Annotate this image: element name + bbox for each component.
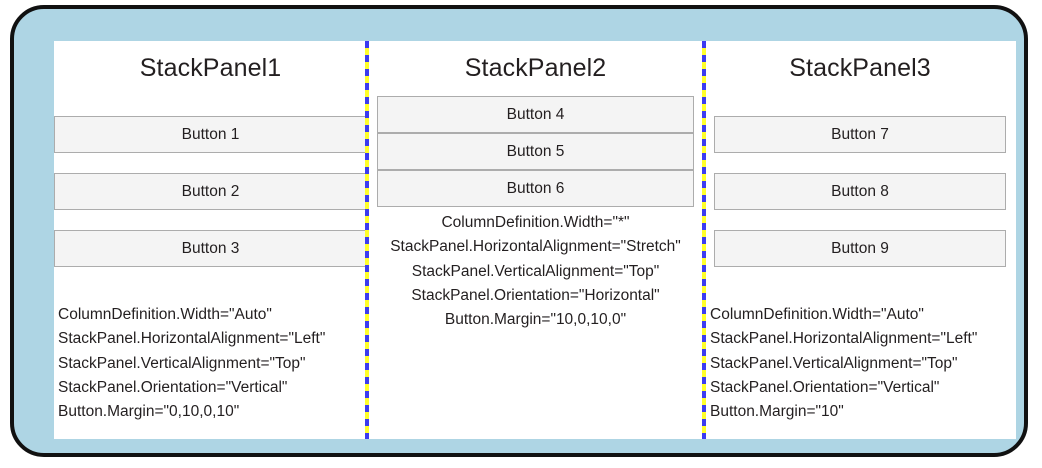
panel-title-3: StackPanel3 <box>789 54 931 82</box>
grid-column-1: StackPanel1 Button 1 Button 2 Button 3 C… <box>54 41 367 439</box>
caption-line: StackPanel.Orientation="Horizontal" <box>411 286 660 304</box>
caption-line: ColumnDefinition.Width="Auto" <box>710 306 924 323</box>
caption-line: ColumnDefinition.Width="Auto" <box>58 306 272 323</box>
outer-rounded-frame: StackPanel1 Button 1 Button 2 Button 3 C… <box>10 5 1028 457</box>
button-8[interactable]: Button 8 <box>714 173 1006 210</box>
button-5[interactable]: Button 5 <box>377 133 694 170</box>
caption-column-3: ColumnDefinition.Width="Auto" StackPanel… <box>704 303 1016 425</box>
caption-line: StackPanel.HorizontalAlignment="Stretch" <box>390 238 681 256</box>
panel-title-2: StackPanel2 <box>464 54 607 82</box>
button-3[interactable]: Button 3 <box>54 230 367 267</box>
caption-line: ColumnDefinition.Width="*" <box>441 214 630 231</box>
caption-line: StackPanel.Orientation="Vertical" <box>710 378 940 396</box>
button-6[interactable]: Button 6 <box>377 170 694 207</box>
caption-line: StackPanel.HorizontalAlignment="Left" <box>710 330 978 348</box>
button-4[interactable]: Button 4 <box>377 96 694 133</box>
button-1[interactable]: Button 1 <box>54 116 367 153</box>
caption-line: StackPanel.VerticalAlignment="Top" <box>58 354 306 372</box>
grid-column-2: StackPanel2 Button 4 Button 5 Button 6 C… <box>367 41 704 439</box>
grid-column-3: StackPanel3 Button 7 Button 8 Button 9 C… <box>704 41 1016 439</box>
stackpanel-2: Button 4 Button 5 Button 6 <box>367 96 704 207</box>
button-2[interactable]: Button 2 <box>54 173 367 210</box>
caption-line: Button.Margin="10,0,10,0" <box>444 311 627 329</box>
button-7[interactable]: Button 7 <box>714 116 1006 153</box>
caption-column-1: ColumnDefinition.Width="Auto" StackPanel… <box>54 303 367 425</box>
stackpanel-3: Button 7 Button 8 Button 9 <box>704 106 1016 277</box>
button-9[interactable]: Button 9 <box>714 230 1006 267</box>
grid-panel: StackPanel1 Button 1 Button 2 Button 3 C… <box>54 41 1016 439</box>
caption-column-2: ColumnDefinition.Width="*" StackPanel.Ho… <box>367 211 704 333</box>
caption-line: Button.Margin="10" <box>710 403 844 421</box>
caption-line: Button.Margin="0,10,0,10" <box>58 403 240 421</box>
column-divider-2 <box>702 41 706 439</box>
caption-line: StackPanel.Orientation="Vertical" <box>58 378 288 396</box>
stackpanel-1: Button 1 Button 2 Button 3 <box>54 106 367 277</box>
column-divider-1 <box>365 41 369 439</box>
caption-line: StackPanel.HorizontalAlignment="Left" <box>58 330 326 348</box>
caption-line: StackPanel.VerticalAlignment="Top" <box>710 354 958 372</box>
caption-line: StackPanel.VerticalAlignment="Top" <box>411 262 660 280</box>
panel-title-1: StackPanel1 <box>139 54 282 82</box>
